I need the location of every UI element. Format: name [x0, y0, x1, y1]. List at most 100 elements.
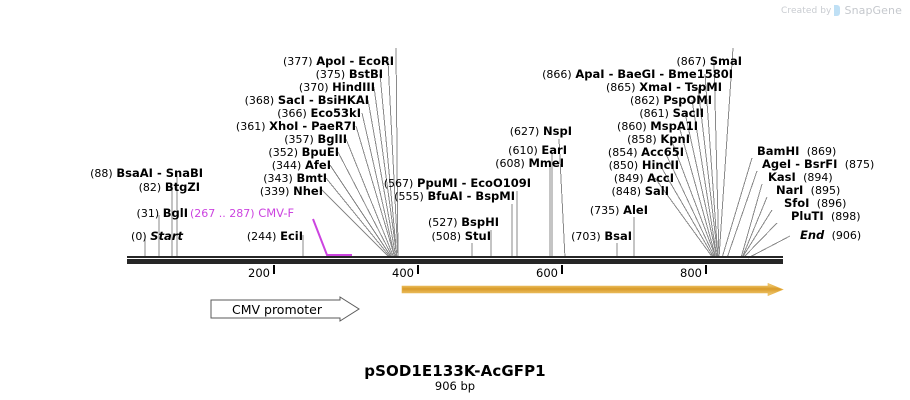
site-label-kasi: KasI (894) [768, 171, 833, 184]
site-position: (508) [431, 230, 462, 243]
site-label-sali: (848) SalI [500, 185, 669, 198]
site-position: (377) [282, 55, 313, 68]
snapgene-watermark: Created by SnapGene [781, 4, 902, 17]
site-label-mspa1i: (860) MspA1I [500, 120, 698, 133]
site-name: NspI [543, 124, 572, 138]
site-position: (866) [542, 68, 572, 81]
site-label-start: (0) Start [0, 230, 183, 243]
snapgene-logo-icon [834, 5, 841, 16]
site-label-hincii: (850) HincII [500, 159, 679, 172]
site-position: (848) [611, 185, 642, 198]
site-name: XmaI - TspMI [639, 80, 722, 94]
site-position: (850) [608, 159, 639, 172]
site-label-kpni: (858) KpnI [500, 133, 690, 146]
plasmid-title: pSOD1E133K-AcGFP1 [364, 362, 546, 380]
site-position: (861) [639, 107, 669, 120]
site-name: BpuEI [301, 145, 339, 159]
site-name: AleI [623, 203, 648, 217]
site-label-bsai: (703) BsaI [500, 230, 632, 243]
site-name: AfeI [305, 158, 331, 172]
site-name: SmaI [709, 54, 742, 68]
site-label-apai-baegi-bme1580i: (866) ApaI - BaeGI - Bme1580I [480, 68, 733, 81]
site-position: (608) [495, 157, 525, 170]
site-label-btgzi: (82) BtgZI [0, 181, 200, 194]
ruler-label-800: 800 [680, 266, 702, 280]
promoter-label: CMV promoter [231, 301, 323, 317]
site-name: SfoI [784, 196, 810, 210]
ruler-tick-200 [273, 265, 275, 274]
watermark-app-name: SnapGene [844, 4, 902, 17]
site-position: (894) [803, 171, 833, 184]
site-name: BglII [317, 132, 348, 146]
site-label-nhei: (339) NheI [160, 185, 323, 198]
site-name: BsaAI - SnaBI [116, 166, 203, 180]
site-label-bglii: (357) BglII [160, 133, 347, 146]
ruler-label-400: 400 [392, 266, 414, 280]
primer-position: (267 .. 287) [190, 207, 255, 220]
site-position: (849) [613, 172, 644, 185]
site-position: (368) [244, 94, 275, 107]
site-label-bstbi: (375) BstBI [160, 68, 383, 81]
site-name: KpnI [660, 132, 690, 146]
site-position: (527) [428, 216, 458, 229]
site-name: BspHI [461, 215, 499, 229]
site-name: XhoI - PaeR7I [269, 119, 356, 133]
site-name: AccI [647, 171, 674, 185]
site-label-xmai-tspmi: (865) XmaI - TspMI [500, 81, 722, 94]
site-position: (555) [394, 190, 424, 203]
site-label-agei-bsrfi: AgeI - BsrFI (875) [762, 158, 874, 171]
site-position: (375) [315, 68, 346, 81]
site-position: (610) [508, 144, 538, 157]
site-label-eco53ki: (366) Eco53kI [160, 107, 361, 120]
site-position: (31) [136, 207, 160, 220]
site-label-ppumi-ecoo109i: (567) PpuMI - EcoO109I [330, 177, 531, 190]
site-name: EarI [541, 143, 567, 157]
site-label-pspomi: (862) PspOMI [500, 94, 712, 107]
site-name: KasI [768, 170, 796, 184]
site-label-ecii: (244) EciI [140, 230, 303, 243]
site-position: (898) [831, 210, 861, 223]
site-position: (88) [90, 167, 113, 180]
site-label-eari: (610) EarI [420, 144, 567, 157]
site-position: (860) [617, 120, 647, 133]
site-label-acci: (849) AccI [500, 172, 674, 185]
site-name: BglI [162, 206, 188, 220]
site-position: (370) [298, 81, 329, 94]
site-label-bpuei: (352) BpuEI [160, 146, 339, 159]
site-position: (867) [676, 55, 707, 68]
site-position: (82) [138, 181, 162, 194]
site-name: HindIII [332, 80, 375, 94]
site-position: (361) [235, 120, 266, 133]
site-position: (244) [246, 230, 277, 243]
site-name: Acc65I [641, 145, 684, 159]
site-label-hindiii: (370) HindIII [160, 81, 375, 94]
site-label-stui: (508) StuI [350, 230, 492, 243]
site-name: SacI - BsiHKAI [277, 93, 369, 107]
plasmid-length: 906 bp [434, 379, 476, 393]
site-position: (735) [589, 204, 620, 217]
site-name: AgeI - BsrFI [762, 157, 838, 171]
site-position: (906) [831, 229, 862, 242]
feature-cmv-promoter[interactable]: CMV promoter [210, 296, 360, 322]
site-name: NheI [293, 184, 323, 198]
ruler-tick-400 [417, 265, 419, 274]
site-label-afei: (344) AfeI [160, 159, 331, 172]
site-name: Eco53kI [310, 106, 361, 120]
orf-arrow [401, 283, 784, 296]
site-label-xhoi-paer7i: (361) XhoI - PaeR7I [160, 120, 356, 133]
site-label-bmti: (343) BmtI [160, 172, 327, 185]
site-position: (865) [605, 81, 636, 94]
site-position: (344) [271, 159, 302, 172]
site-label-bamhi: BamHI (869) [757, 145, 836, 158]
site-position: (862) [629, 94, 660, 107]
site-label-saci-bsihkai: (368) SacI - BsiHKAI [160, 94, 369, 107]
site-name: End [800, 228, 825, 242]
site-name: BtgZI [164, 180, 200, 194]
site-name: EciI [280, 229, 303, 243]
site-label-sacii: (861) SacII [500, 107, 704, 120]
site-name: HincII [641, 158, 679, 172]
ruler-label-600: 600 [536, 266, 558, 280]
site-name: NarI [776, 183, 804, 197]
site-label-nspi: (627) NspI [420, 125, 572, 138]
site-label-smai: (867) SmaI [500, 55, 742, 68]
